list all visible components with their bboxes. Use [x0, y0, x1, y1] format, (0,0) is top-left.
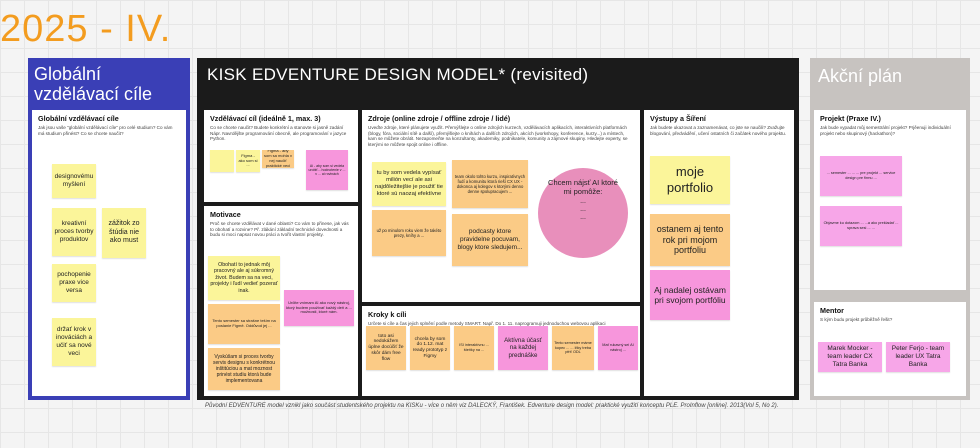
- sticky-note[interactable]: ostanem aj tento rok pri mojom portfoliu: [650, 214, 730, 266]
- sticky-note[interactable]: Marek Mocker - team leader CX Tatra Bank…: [818, 342, 882, 372]
- panel-description: Jak bude vypadat můj semestrální projekt…: [820, 125, 951, 136]
- panel-description: Jak budete ukazovat a zaznamenávat, co j…: [650, 125, 787, 136]
- sticky-note[interactable]: Tento semester máme kopec ... ... lítky …: [552, 326, 594, 370]
- panel-title: Globální vzdělávací cíle: [38, 114, 119, 123]
- column-heading: Akční plán: [818, 66, 903, 86]
- sticky-note[interactable]: pochopenie praxe vice versa: [52, 264, 96, 302]
- column-heading: Globální vzdělávací cíle: [34, 64, 153, 104]
- sticky-note[interactable]: Ai - aby som si vedela urobiť... hodnote…: [306, 150, 348, 190]
- sticky-note[interactable]: team okolo tohto kurzu, inspiratívnych ľ…: [452, 160, 528, 208]
- sticky-note[interactable]: Figma - ako som si ...: [236, 150, 260, 172]
- sticky-note[interactable]: Aj nadalej ostávam pri svojom portfóliu: [650, 270, 730, 320]
- ai-tools-circle[interactable]: Chcem nájsť AI ktoré mi pomôže: ... ... …: [538, 168, 628, 258]
- sticky-note[interactable]: zážitok zo štúdia nie ako must: [102, 208, 146, 258]
- panel-description: Co se chcete naučit? Budete konkrétní a …: [210, 125, 347, 142]
- sticky-note[interactable]: Vyskúšam si proces tvorby servis designu…: [208, 348, 280, 390]
- panel-description: Proč se chcete vzdělávat v dané oblasti?…: [210, 221, 349, 238]
- sticky-note[interactable]: Objavme ku dotazom ... ...a ako preklada…: [820, 206, 902, 246]
- sticky-note[interactable]: kreativní proces tvorby produktov: [52, 208, 96, 256]
- sticky-note[interactable]: [210, 150, 234, 172]
- sticky-note[interactable]: Tento semester sa strašne teším na posla…: [208, 304, 280, 344]
- panel-title: Zdroje (online zdroje / offline zdroje /…: [368, 114, 511, 123]
- panel-title: Kroky k cíli: [368, 310, 407, 319]
- column-heading: KISK EDVENTURE DESIGN MODEL* (revisited): [207, 65, 589, 84]
- project-panel: Projekt (Praxe IV.) Jak bude vypadat můj…: [814, 110, 966, 290]
- panel-title: Vzdělávací cíl (ideálně 1, max. 3): [210, 114, 321, 123]
- panel-description: Jak jsou vaše "globální vzdělávací cíle"…: [38, 125, 173, 136]
- circle-item: ...: [580, 206, 586, 213]
- circle-item: ...: [580, 198, 586, 205]
- sticky-note[interactable]: ISI interaktívnu ... šteňky na ...: [454, 326, 494, 370]
- circle-title: Chcem nájsť AI ktoré mi pomôže:: [548, 178, 618, 196]
- sticky-note[interactable]: Mať rukavný sei AI nástroj ...: [598, 326, 638, 370]
- sticky-note[interactable]: designovému myšlení: [52, 164, 96, 198]
- panel-title: Projekt (Praxe IV.): [820, 114, 881, 123]
- sticky-note[interactable]: Obohatí to jednak môj pracovný ale aj sú…: [208, 256, 280, 300]
- panel-description: Určete si cíle a čas jejich splnění podl…: [368, 321, 606, 326]
- panel-title: Výstupy a Šíření: [650, 114, 706, 123]
- sticky-note[interactable]: Aktívna účasť na každej prednáške: [498, 326, 548, 370]
- source-caption: Původní EDVENTURE model vznikl jako souč…: [205, 403, 779, 409]
- sticky-note[interactable]: chcela by som do 1.12. mat ready prototy…: [410, 326, 450, 370]
- sticky-note[interactable]: Figma - aby som sa mohla v nej naučiť pr…: [262, 150, 294, 168]
- sticky-note[interactable]: tu by som vedela vypísať milión vecí ale…: [372, 162, 446, 206]
- sticky-note[interactable]: držať krok v inováciách a učiť sa nové v…: [52, 318, 96, 366]
- sticky-note[interactable]: Peter Ferjo - team leader UX Tatra Banka: [886, 342, 950, 372]
- sticky-note[interactable]: ... semester ... ... ... pre projekt ...…: [820, 156, 902, 196]
- frame-title: 2025 - IV.: [0, 8, 172, 50]
- sticky-note[interactable]: moje portfolio: [650, 156, 730, 204]
- panel-description: S kým budu projekt průběžně řešit?: [820, 317, 893, 322]
- circle-item: ...: [580, 214, 586, 221]
- sticky-note[interactable]: podcasty ktore pravidelne pocuvam, blogy…: [452, 214, 528, 266]
- panel-description: Uveďte zdroje, které plánujete využít. P…: [368, 125, 628, 147]
- sticky-note[interactable]: toto asi nedokážem úplne docúčiť že skôr…: [366, 326, 406, 370]
- panel-title: Mentor: [820, 306, 844, 315]
- panel-title: Motivace: [210, 210, 241, 219]
- sticky-note[interactable]: už po minulom roku viem že takéto prezy,…: [372, 210, 446, 256]
- sticky-note[interactable]: Určite vnímam AI ako nový nástroj, ktorý…: [284, 290, 354, 326]
